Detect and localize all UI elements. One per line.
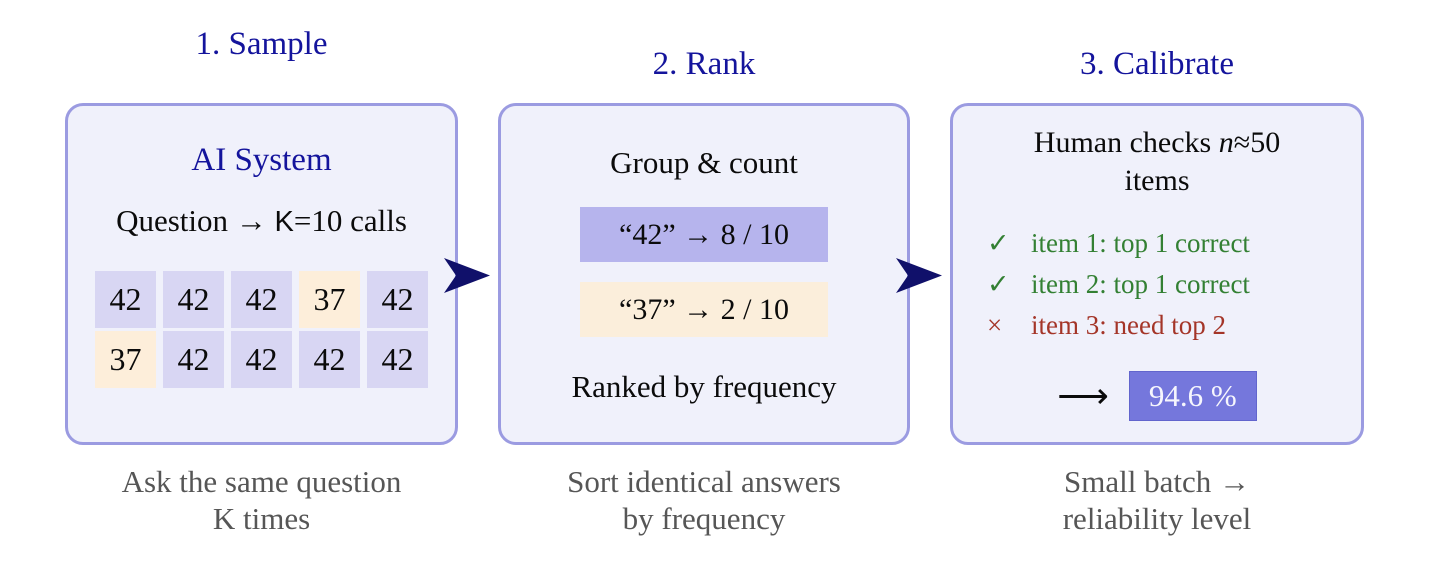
reliability-badge: 94.6 % (1128, 371, 1257, 421)
human-checks-post: ≈50 (1233, 126, 1281, 159)
sample-caption: Ask the same question K times (65, 463, 458, 537)
rank-row-top: “42” → 8 / 10 (580, 207, 828, 262)
long-right-arrow-icon: ⟶ (1057, 376, 1109, 416)
flow-arrow-icon (444, 258, 490, 293)
calibrate-caption-line2: reliability level (1062, 501, 1252, 536)
rank-caption-line2: by frequency (622, 501, 786, 536)
step-sample-column: 1. Sample AI System Question → K=10 call… (65, 0, 458, 574)
rank-panel: Group & count “42” → 8 / 10 “37” → 2 / 1… (498, 103, 910, 445)
check-item-2: ✓ item 2: top 1 correct (987, 269, 1361, 299)
answer-cell: 42 (367, 271, 428, 328)
step-calibrate-column: 3. Calibrate Human checks n≈50 items ✓ it… (950, 0, 1364, 574)
human-checks-header: Human checks n≈50 items (953, 124, 1361, 200)
answer-grid: 42 42 42 37 42 37 42 42 42 42 (68, 271, 455, 388)
human-checks-line1: Human checks n≈50 (953, 124, 1361, 162)
answer-cell: 42 (231, 271, 292, 328)
n-symbol: n (1218, 126, 1234, 159)
check-item-text: item 2: top 1 correct (1031, 269, 1250, 299)
human-checks-pre: Human checks (1033, 126, 1219, 159)
step-sample-title: 1. Sample (195, 26, 328, 62)
check-item-text: item 3: need top 2 (1031, 310, 1226, 340)
question-calls-line: Question → K=10 calls (68, 202, 455, 241)
rank-caption-line1: Sort identical answers (567, 464, 841, 499)
answer-cell: 42 (95, 271, 156, 328)
checkmark-icon: ✓ (987, 228, 1010, 258)
cross-icon: × (987, 310, 1003, 340)
rank-caption: Sort identical answers by frequency (498, 463, 910, 537)
reliability-result-row: ⟶ 94.6 % (953, 371, 1361, 421)
answer-grid-row: 42 42 42 37 42 (95, 271, 428, 328)
flow-arrow-icon (896, 258, 942, 293)
calibrate-caption: Small batch → reliability level (950, 463, 1364, 537)
sample-panel-content: AI System Question → K=10 calls 42 42 42… (68, 106, 455, 388)
ai-system-label: AI System (191, 142, 332, 178)
answer-cell: 42 (163, 331, 224, 388)
answer-grid-row: 37 42 42 42 42 (95, 331, 428, 388)
check-item-1: ✓ item 1: top 1 correct (987, 228, 1361, 258)
group-count-label: Group & count (610, 145, 798, 180)
answer-cell: 42 (163, 271, 224, 328)
answer-cell: 37 (299, 271, 360, 328)
step-rank-title: 2. Rank (652, 46, 756, 82)
calibrate-caption-line1: Small batch → (1064, 464, 1250, 499)
sample-panel: AI System Question → K=10 calls 42 42 42… (65, 103, 458, 445)
sample-caption-line2: K times (212, 501, 311, 536)
answer-cell: 42 (367, 331, 428, 388)
answer-cell: 42 (231, 331, 292, 388)
calibrate-panel: Human checks n≈50 items ✓ item 1: top 1 c… (950, 103, 1364, 445)
human-checks-line2: items (1124, 164, 1190, 197)
answer-cell: 42 (299, 331, 360, 388)
sample-caption-line1: Ask the same question (121, 464, 402, 499)
rank-panel-content: Group & count “42” → 8 / 10 “37” → 2 / 1… (501, 106, 907, 406)
checkmark-icon: ✓ (987, 269, 1010, 299)
check-item-3: × item 3: need top 2 (987, 310, 1361, 340)
step-rank-column: 2. Rank Group & count “42” → 8 / 10 “37”… (498, 0, 910, 574)
check-item-text: item 1: top 1 correct (1031, 228, 1250, 258)
question-post-text: =10 calls (293, 203, 407, 238)
question-pre-text: Question → (116, 203, 275, 238)
rank-footer-label: Ranked by frequency (571, 369, 837, 404)
calibrate-panel-content: Human checks n≈50 items ✓ item 1: top 1 c… (953, 106, 1361, 421)
answer-cell: 37 (95, 331, 156, 388)
rank-row-second: “37” → 2 / 10 (580, 282, 828, 337)
question-k-symbol: K (274, 206, 294, 238)
step-calibrate-title: 3. Calibrate (1080, 46, 1234, 82)
check-list: ✓ item 1: top 1 correct ✓ item 2: top 1 co… (953, 228, 1361, 340)
